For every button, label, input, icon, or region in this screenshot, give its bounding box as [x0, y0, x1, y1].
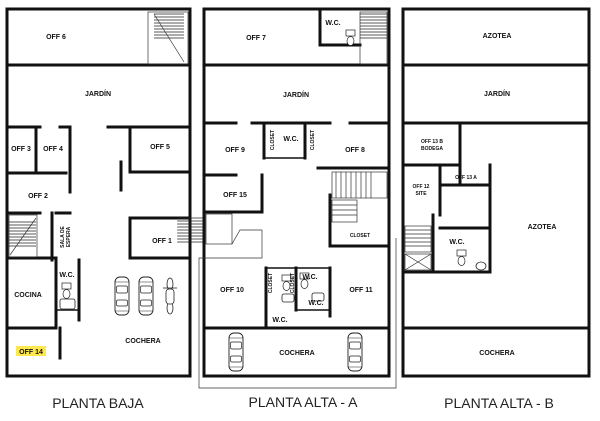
pa-stairs-left	[176, 213, 262, 245]
room-label: OFF 3	[11, 146, 31, 153]
car-icon	[138, 276, 154, 316]
pa-outer-wall	[202, 7, 391, 378]
room-label: OFF 10	[220, 287, 244, 294]
room-label: W.C.	[283, 136, 298, 143]
room-label: OFF 14	[19, 349, 43, 356]
room-label: W.C.	[325, 20, 340, 27]
pb-stairs-left	[8, 214, 38, 258]
pb-stairs-top	[147, 11, 189, 65]
pa-stairs-top	[359, 11, 388, 65]
room-label: COCINA	[14, 292, 42, 299]
room-label: OFF 5	[150, 144, 170, 151]
planta-baja: OFF 6 JARDÍN OFF 3 OFF 4 OFF 5 OFF 2 SAL…	[5, 7, 192, 411]
off14-highlight	[16, 346, 46, 356]
room-label: COCHERA	[279, 350, 314, 357]
room-label: W.C.	[59, 272, 74, 279]
room-label: AZOTEA	[528, 224, 557, 231]
floor-caption: PLANTA ALTA - A	[249, 394, 359, 410]
room-label: BODEGA	[421, 146, 443, 152]
room-label: JARDÍN	[283, 90, 309, 99]
room-label: CLOSET	[310, 130, 316, 150]
car-icon	[114, 276, 130, 316]
room-label: W.C.	[272, 317, 287, 324]
room-label: ESPERA	[66, 226, 72, 247]
motorcycle-icon	[163, 277, 177, 315]
floor-caption: PLANTA BAJA	[52, 395, 144, 411]
planta-alta-b: AZOTEA JARDÍN OFF 13 B BODEGA OFF 13 A O…	[401, 7, 591, 411]
room-label: W.C.	[308, 300, 323, 307]
room-label: W.C.	[449, 239, 464, 246]
room-label: CLOSET	[268, 273, 274, 293]
pb-sink-icon	[59, 298, 76, 310]
room-label: SITE	[415, 191, 427, 197]
room-label: CLOSET	[350, 233, 370, 239]
room-label: OFF 1	[152, 238, 172, 245]
car-icon	[347, 332, 363, 372]
room-label: OFF 13 B	[421, 139, 443, 145]
pb2-toilet-icon	[456, 249, 467, 266]
room-label: OFF 15	[223, 192, 247, 199]
pb2-outer-wall	[401, 7, 591, 378]
room-label: OFF 12	[413, 184, 430, 190]
pa-toilet-icon	[345, 29, 356, 46]
pa-stairs-center	[331, 171, 388, 223]
pb2-stairs	[404, 225, 432, 271]
room-label: W.C.	[302, 274, 317, 281]
room-label: CLOSET	[290, 273, 296, 293]
room-label: COCHERA	[125, 338, 160, 345]
planta-alta-a: OFF 7 W.C. JARDÍN OFF 9 CLOSET W.C. CLOS…	[176, 7, 397, 410]
room-label: OFF 7	[246, 35, 266, 42]
room-label: OFF 8	[345, 147, 365, 154]
pb-outer-wall	[5, 7, 192, 378]
room-label: OFF 13 A	[455, 175, 477, 181]
room-label: COCHERA	[479, 350, 514, 357]
room-label: OFF 2	[28, 193, 48, 200]
room-label: JARDÍN	[85, 89, 111, 98]
car-icon	[228, 332, 244, 372]
pb-toilet-icon	[61, 282, 72, 299]
room-label: OFF 9	[225, 147, 245, 154]
room-label: CLOSET	[270, 130, 276, 150]
room-label: JARDÍN	[484, 89, 510, 98]
room-label: OFF 4	[43, 146, 63, 153]
pb2-sink-icon	[475, 261, 487, 271]
room-label: SALA DE	[60, 225, 66, 247]
room-label: OFF 6	[46, 34, 66, 41]
room-label: OFF 11	[349, 287, 372, 294]
floor-caption: PLANTA ALTA - B	[444, 395, 554, 411]
room-label: AZOTEA	[483, 33, 512, 40]
